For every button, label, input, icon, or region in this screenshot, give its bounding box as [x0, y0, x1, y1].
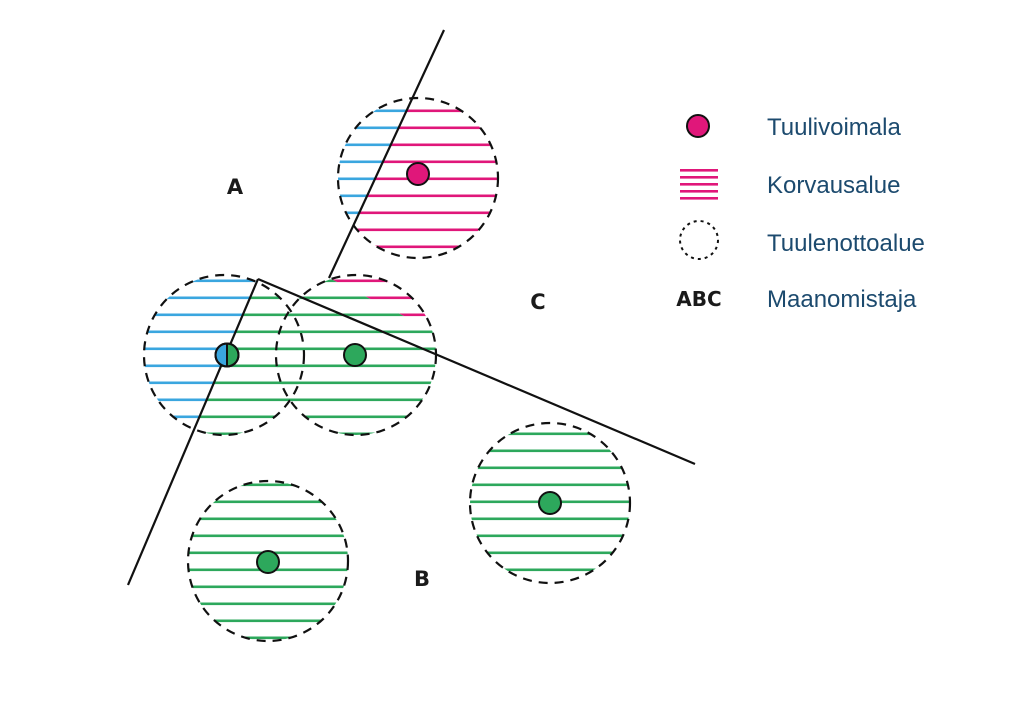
turbine-dot-icon	[686, 114, 710, 138]
turbine-icon	[343, 343, 367, 367]
boundary-line	[328, 29, 445, 279]
legend: Tuulivoimala Korvausalue Tuulenottoalue …	[676, 114, 925, 313]
landowner-a: A	[227, 175, 244, 199]
hatch-icon	[680, 169, 718, 200]
property-boundaries	[126, 29, 696, 586]
legend-label-compensation: Korvausalue	[767, 172, 900, 199]
turbine-outline	[214, 342, 240, 368]
legend-label-turbine: Tuulivoimala	[767, 114, 901, 141]
legend-label-owner: Maanomistaja	[767, 286, 917, 313]
legend-owner-symbol: ABC	[676, 287, 721, 311]
turbine-icon	[538, 491, 562, 515]
dashed-circle-icon	[679, 220, 719, 260]
legend-label-wind-area: Tuulenottoalue	[767, 230, 925, 257]
turbine-icon	[256, 550, 280, 574]
boundary-line	[126, 278, 260, 586]
boundary-line	[257, 277, 696, 466]
landowner-c: C	[530, 290, 545, 314]
turbines	[214, 162, 562, 574]
turbine-icon	[406, 162, 430, 186]
landowner-b: B	[414, 567, 430, 591]
